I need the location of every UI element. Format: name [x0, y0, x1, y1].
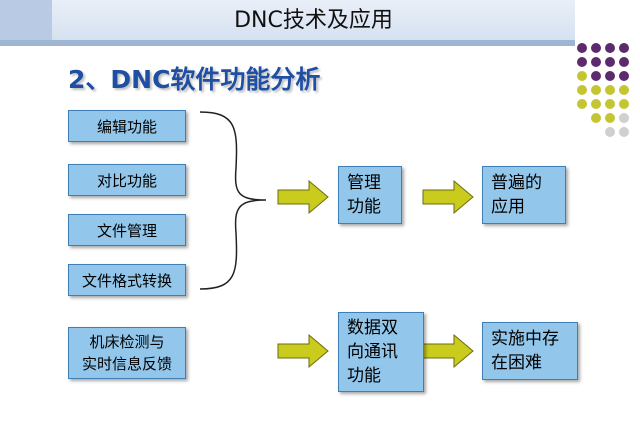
comm-line-2: 向通讯: [347, 342, 398, 362]
header-stripe: [0, 40, 575, 46]
box-machine-monitoring: 机床检测与 实时信息反馈: [68, 327, 186, 379]
universal-line-1: 普遍的: [491, 173, 542, 193]
box-bidirectional-communication: 数据双 向通讯 功能: [338, 312, 424, 392]
difficulty-line-2: 在困难: [491, 353, 542, 373]
universal-line-2: 应用: [491, 197, 525, 217]
management-line-1: 管理: [347, 173, 381, 193]
arrow-to-difficulty: [422, 334, 474, 368]
difficulty-line-1: 实施中存: [491, 329, 559, 349]
box-edit-function: 编辑功能: [68, 110, 186, 142]
comm-line-1: 数据双: [347, 318, 398, 338]
monitor-line-2: 实时信息反馈: [81, 355, 172, 373]
box-file-management: 文件管理: [68, 214, 186, 246]
box-management-function: 管理 功能: [338, 166, 402, 224]
slide-title: DNC技术及应用: [234, 8, 393, 33]
management-line-2: 功能: [347, 197, 381, 217]
arrow-to-communication: [277, 334, 329, 368]
section-subtitle: 2、DNC软件功能分析: [68, 65, 321, 94]
box-compare-function: 对比功能: [68, 164, 186, 196]
grouping-brace: [199, 111, 267, 290]
box-universal-application: 普遍的 应用: [482, 166, 566, 224]
arrow-to-universal: [422, 180, 474, 214]
box-implementation-difficulty: 实施中存 在困难: [482, 322, 578, 380]
arrow-to-management: [277, 180, 329, 214]
comm-line-3: 功能: [347, 366, 381, 386]
header-bar: [0, 0, 575, 40]
decorative-dot-grid: [577, 43, 629, 137]
box-file-format-conversion: 文件格式转换: [68, 264, 186, 296]
header-accent-block: [0, 0, 52, 40]
monitor-line-1: 机床检测与: [89, 333, 165, 351]
